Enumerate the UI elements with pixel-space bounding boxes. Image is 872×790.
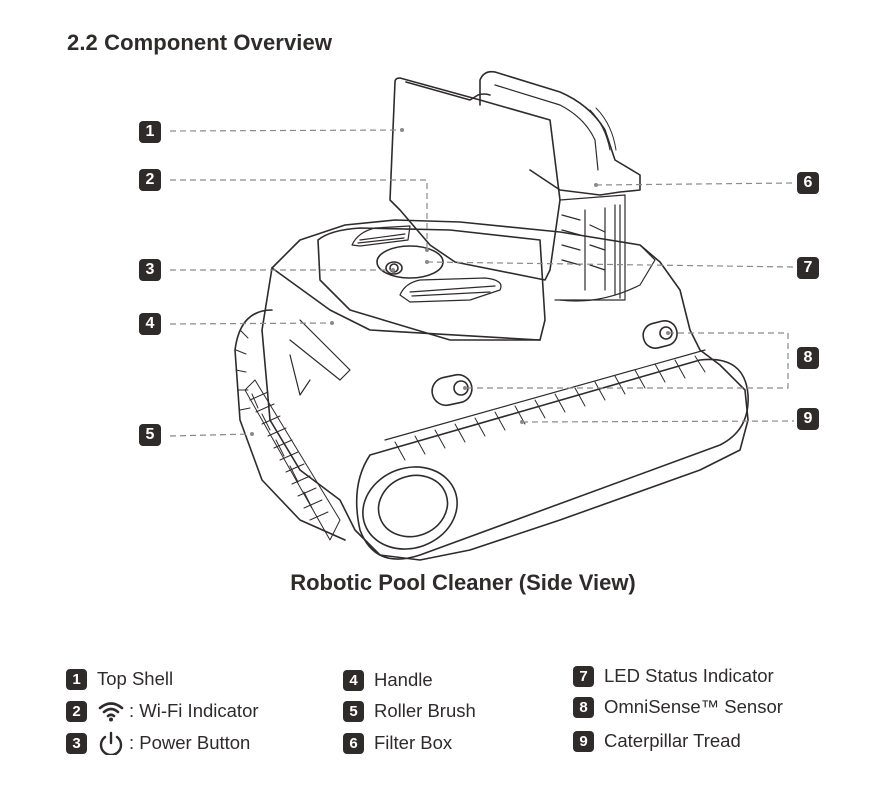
legend-item-3: 3 : Power Button <box>66 731 250 755</box>
tread-ribs <box>394 355 706 461</box>
leader-1 <box>169 129 403 132</box>
legend-number: 7 <box>573 665 594 687</box>
legend-item-9: 9 Caterpillar Tread <box>573 729 741 753</box>
legend-label: LED Status Indicator <box>604 665 774 686</box>
handle <box>479 70 641 196</box>
vent-front <box>351 225 502 303</box>
wifi-icon <box>97 700 125 722</box>
legend-number: 1 <box>66 668 87 690</box>
legend-label: Top Shell <box>97 668 174 689</box>
legend-number: 5 <box>343 700 364 722</box>
legend-number: 9 <box>573 730 594 752</box>
callout-badge-5: 5 <box>139 424 161 446</box>
legend-number: 4 <box>343 669 364 691</box>
leader-4 <box>169 322 333 325</box>
legend-label: Roller Brush <box>374 700 476 721</box>
legend-label: : Wi-Fi Indicator <box>129 700 259 721</box>
leader-lines <box>169 129 795 437</box>
legend-label: Handle <box>374 669 433 690</box>
sensor-front <box>431 373 473 407</box>
sensor-rear <box>642 319 678 349</box>
left-tread <box>234 309 346 541</box>
leader-9 <box>521 420 795 423</box>
legend-label: : Power Button <box>129 732 251 753</box>
legend-label: Caterpillar Tread <box>604 730 741 751</box>
legend-number: 2 <box>66 700 87 722</box>
legend-item-7: 7 LED Status Indicator <box>573 664 774 688</box>
power-icon <box>97 731 125 755</box>
figure-caption: Robotic Pool Cleaner (Side View) <box>290 570 636 595</box>
leader-dots <box>250 128 670 436</box>
callout-badge-1: 1 <box>139 121 161 143</box>
top-deck <box>317 227 546 341</box>
legend-item-4: 4 Handle <box>343 668 433 692</box>
roller-brush <box>244 379 341 541</box>
power-button-shape <box>385 261 403 275</box>
caterpillar-tread <box>355 358 749 560</box>
body-outline <box>261 219 749 561</box>
legend-item-5: 5 Roller Brush <box>343 699 476 723</box>
callout-badge-7: 7 <box>797 257 819 279</box>
callout-badge-2: 2 <box>139 169 161 191</box>
filter-box <box>554 194 656 302</box>
legend-label: Filter Box <box>374 732 453 753</box>
legend-item-2: 2 : Wi-Fi Indicator <box>66 699 259 723</box>
legend-label: OmniSense™ Sensor <box>604 696 783 717</box>
legend-item-1: 1 Top Shell <box>66 667 173 691</box>
legend-number: 8 <box>573 696 594 718</box>
front-wheel <box>362 466 458 550</box>
callout-badge-6: 6 <box>797 172 819 194</box>
callout-badge-9: 9 <box>797 408 819 430</box>
legend-item-6: 6 Filter Box <box>343 731 452 755</box>
section-title: 2.2 Component Overview <box>67 30 333 55</box>
leader-8 <box>465 332 789 389</box>
leader-2 <box>170 179 428 250</box>
callout-badge-3: 3 <box>139 259 161 281</box>
legend-number: 3 <box>66 732 87 754</box>
leader-5 <box>169 433 253 437</box>
callout-badge-4: 4 <box>139 313 161 335</box>
leader-7 <box>426 261 795 268</box>
button-panel <box>376 245 444 279</box>
top-shell-lid <box>389 77 561 281</box>
callout-badge-8: 8 <box>797 347 819 369</box>
legend-number: 6 <box>343 732 364 754</box>
leader-6 <box>595 182 795 186</box>
legend-item-8: 8 OmniSense™ Sensor <box>573 695 783 719</box>
